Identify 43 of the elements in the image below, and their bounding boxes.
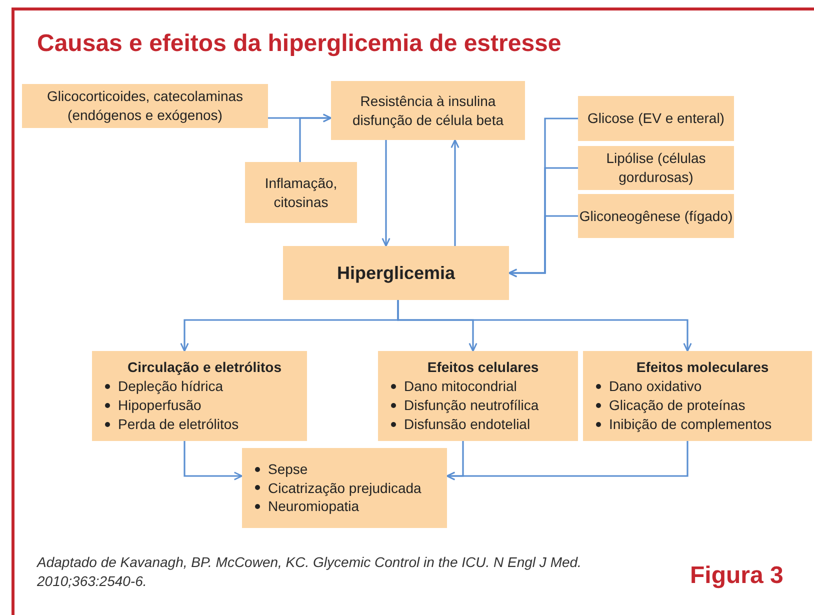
box-heading: Efeitos moleculares [636,358,769,378]
arrow [299,114,332,162]
bullet-item: Dano mitocondrial [404,377,517,396]
process-box [378,351,578,441]
process-box [22,84,268,128]
process-box [578,96,734,141]
box-heading: Circulação e eletrólitos [127,358,282,378]
box-text: Resistência à insulina disfunção de célula beta [352,92,504,130]
arrow [397,300,692,352]
box-text: Gliconeogênese (fígado) [579,206,733,226]
bullet-item: Glicação de proteínas [609,396,746,415]
box-text: Glicocorticoides, catecolaminas (endógenos e exógenos) [46,87,244,125]
bullet-item: Neuromiopatia [268,497,360,516]
source-caption: Adaptado de Kavanagh, BP. McCowen, KC. Glycemic Control in the ICU. N Engl J Med. 2010;363:2540-6. [37,553,582,591]
arrow [446,441,688,480]
bullet-item: Depleção hídrica [118,377,224,396]
process-box [578,146,734,190]
bullet-item: Disfunção neutrofílica [404,396,539,415]
bullet-item: Dano oxidativo [609,377,702,396]
bullet-item: Disfunsão endotelial [404,414,530,434]
bullet-item: Sepse [268,460,308,479]
bullet-item: Cicatrização prejudicada [268,478,422,498]
process-box [331,81,525,140]
figure-label: Figura 3 [690,562,784,590]
box-text: Lipólise (células gordurosas) [605,149,707,187]
box-text: Glicose (EV e enteral) [588,109,724,128]
process-box [283,246,509,300]
arrow [184,441,243,480]
box-heading: Efeitos celulares [427,358,539,378]
arrow [450,139,460,246]
process-box [583,351,812,441]
box-text: Inflamação, citosinas [264,174,338,212]
bullet-item: Perda de eletrólitos [118,414,239,434]
process-box [578,194,734,238]
box-text: Hiperglicemia [336,262,456,285]
arrow [508,215,578,278]
bullet-item: Inibição de complementos [609,414,772,434]
arrow [382,140,390,247]
bullet-item: Hipoperfusão [118,396,202,415]
process-box [92,351,307,441]
title: Causas e efeitos da hiperglicemia de estresse [37,30,562,58]
process-box [242,448,447,528]
process-box [245,162,357,223]
